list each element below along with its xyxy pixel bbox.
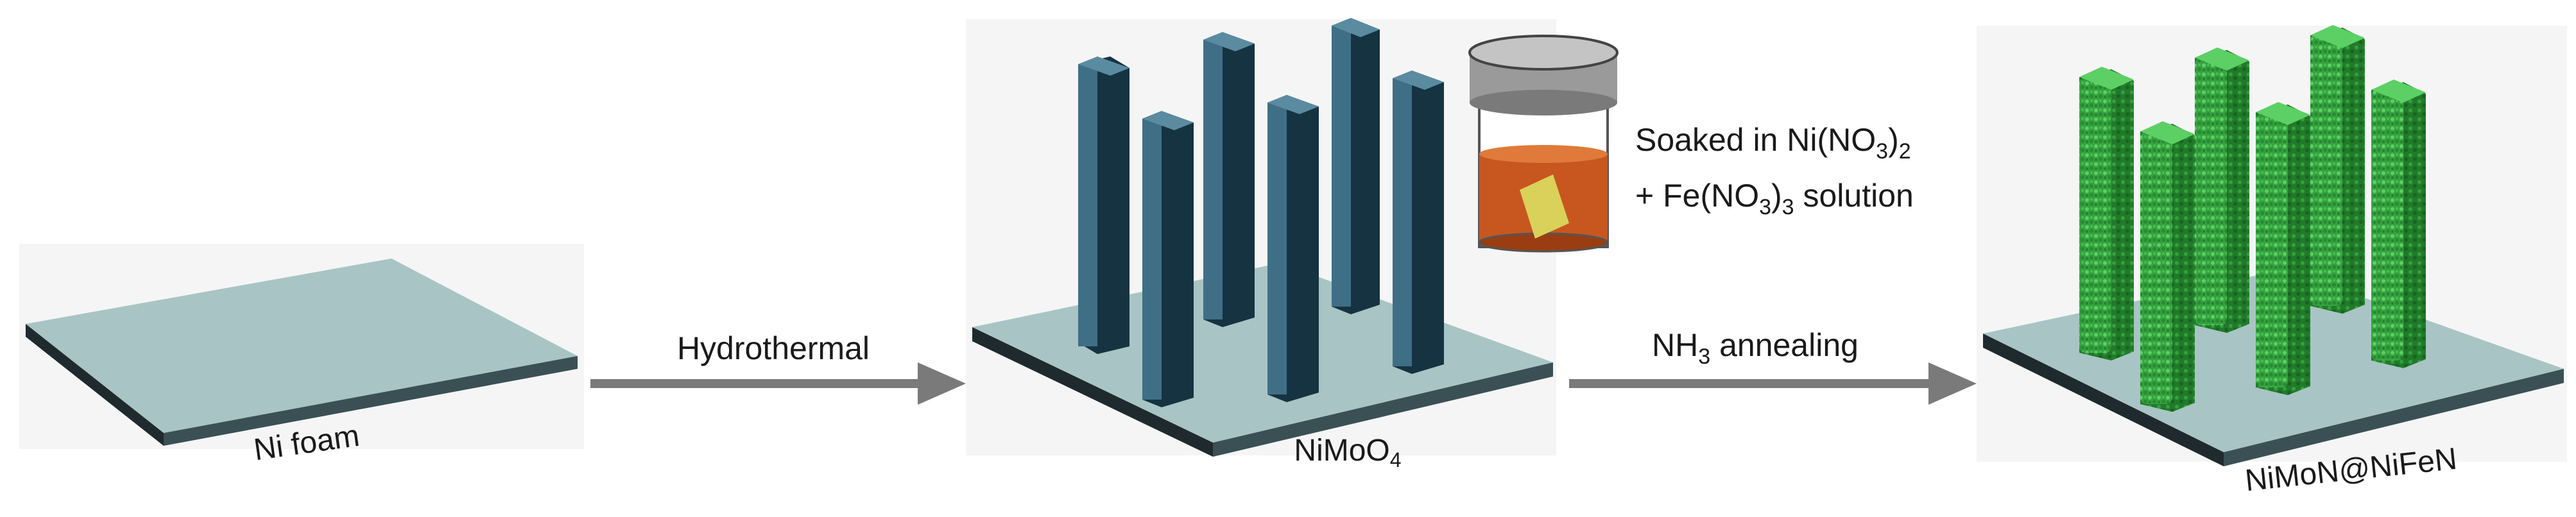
coated-nanorod <box>2079 67 2134 360</box>
solution-note-line1: Soaked in Ni(NO3)2 <box>1635 122 1911 164</box>
nanorod <box>1142 111 1194 407</box>
stage2-label: NiMoO4 <box>1294 434 1401 471</box>
ni-foam-plate <box>26 258 578 446</box>
nanorod <box>1332 18 1380 314</box>
solution-note-line2: + Fe(NO3)3 solution <box>1635 178 1914 219</box>
coated-nanorod <box>2195 47 2249 333</box>
nanorod <box>1267 95 1319 402</box>
coated-nanorod <box>2256 102 2310 395</box>
step1-label: Hydrothermal <box>677 330 870 366</box>
nanorod <box>1078 56 1129 354</box>
solution-vial <box>1468 35 1619 253</box>
arrow-nh3-annealing <box>1569 362 1977 405</box>
coated-nanorod <box>2310 25 2365 314</box>
nanorod <box>1393 71 1444 374</box>
coated-nanorod <box>2140 121 2195 412</box>
step2-label: NH3 annealing <box>1652 327 1859 369</box>
nanorod <box>1203 32 1255 327</box>
arrow-hydrothermal <box>590 362 966 405</box>
coated-nanorod <box>2371 80 2426 368</box>
